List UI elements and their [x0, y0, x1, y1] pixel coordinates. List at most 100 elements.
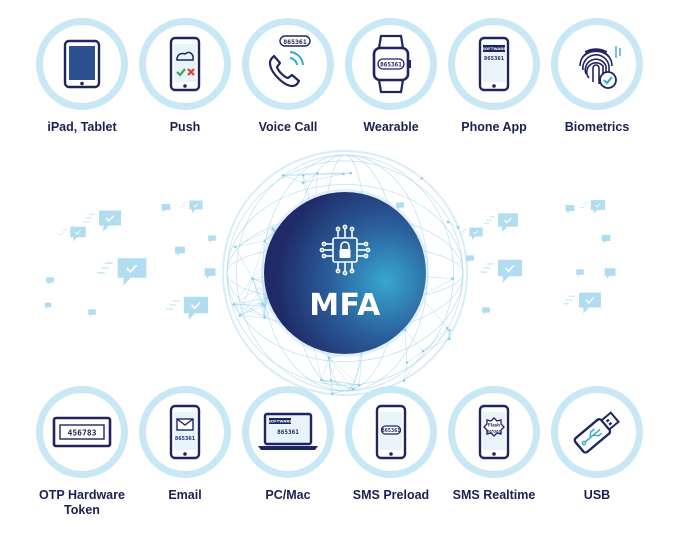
globe-node: [445, 326, 449, 330]
globe-link: [447, 221, 459, 228]
chat-bubble: [565, 205, 575, 214]
globe-node: [281, 174, 285, 177]
phone-app-icon: SOFTWARE 865361: [478, 36, 510, 92]
globe-link: [353, 348, 363, 390]
method-sms-realtime: Flash 865361 SMS Realtime: [448, 386, 540, 503]
globe-node: [405, 361, 409, 364]
sms-realtime-code: 865361: [487, 429, 501, 434]
globe-node: [349, 171, 352, 175]
chat-bubble: [604, 268, 616, 279]
globe-link: [321, 379, 354, 390]
globe-link: [239, 278, 253, 316]
method-circle: Flash 865361: [448, 386, 540, 478]
globe-halo: [222, 150, 468, 396]
chat-bubble: [117, 258, 147, 286]
check-mark: [105, 215, 115, 223]
globe-node: [320, 378, 323, 382]
method-circle: SOFTWARE 865361: [242, 386, 334, 478]
chat-bubble: [161, 204, 171, 213]
globe-link: [406, 350, 424, 363]
globe-node: [232, 303, 235, 306]
globe-node: [233, 245, 237, 249]
globe-link: [332, 384, 360, 394]
globe-link: [404, 329, 408, 363]
method-circle: [36, 18, 128, 110]
push-notification-icon: [169, 36, 201, 92]
phone-app-code: 865361: [484, 56, 505, 62]
globe-link: [328, 357, 354, 390]
method-label: iPad, Tablet: [47, 120, 117, 134]
method-biometrics: Biometrics: [551, 18, 643, 135]
method-label: Email: [168, 488, 202, 502]
globe-link: [264, 297, 268, 307]
email-icon: 865361: [169, 404, 201, 460]
method-label: OTP Hardware Token: [39, 488, 125, 517]
check-mark: [473, 230, 479, 235]
chip-padlock-icon: [319, 224, 371, 275]
chat-bubble: [88, 309, 96, 317]
globe-link: [235, 228, 273, 248]
phone-app-brand: SOFTWARE: [482, 46, 506, 51]
globe-node: [352, 387, 355, 391]
globe-link: [420, 278, 453, 297]
globe-node: [327, 356, 331, 360]
globe-link: [264, 230, 275, 242]
voice-code: 865361: [283, 38, 307, 46]
chat-bubble: [469, 227, 483, 241]
globe-node: [448, 337, 451, 341]
globe-node: [263, 316, 266, 319]
globe-link: [239, 283, 267, 316]
check-mark: [503, 217, 512, 224]
globe-link: [283, 175, 304, 183]
globe-node: [316, 171, 319, 175]
method-sms-preload: 865361 SMS Preload: [345, 386, 437, 503]
globe-link: [321, 358, 330, 381]
method-ipad-tablet: iPad, Tablet: [36, 18, 128, 135]
globe-link: [234, 246, 253, 279]
method-label: SMS Preload: [352, 488, 430, 502]
method-wearable: 865361 Wearable: [345, 18, 437, 135]
chat-bubble: [576, 269, 584, 277]
check-mark: [191, 302, 201, 310]
globe-link: [264, 228, 273, 242]
chat-bubble: [99, 210, 121, 232]
globe-node: [402, 379, 406, 383]
globe-node: [261, 302, 264, 306]
chat-bubble: [189, 200, 203, 214]
globe-link: [233, 297, 267, 305]
globe-link: [328, 358, 333, 394]
globe-link: [447, 327, 450, 339]
globe-link: [233, 278, 253, 305]
check-mark: [126, 264, 138, 274]
check-mark: [193, 203, 199, 208]
globe-link: [233, 283, 267, 305]
globe-link: [403, 350, 424, 382]
phone-call-icon: 865361: [268, 35, 311, 88]
method-voice-call: 865361 Voice Call: [242, 18, 334, 135]
globe-link: [283, 172, 318, 176]
globe-node: [451, 277, 454, 281]
globe-link: [252, 278, 265, 307]
globe-node: [251, 277, 254, 280]
chat-bubble: [46, 277, 54, 285]
method-pc-mac: SOFTWARE 865361 PC/Mac: [242, 386, 334, 503]
globe-node: [357, 383, 361, 387]
method-label: Voice Call: [258, 120, 318, 134]
check-mark: [585, 297, 595, 305]
chat-bubble: [175, 246, 185, 257]
chat-bubble: [590, 200, 606, 214]
globe-link: [239, 315, 265, 318]
globe-link: [331, 380, 360, 386]
chat-bubble: [70, 226, 86, 242]
smartwatch-icon: 865361: [372, 34, 411, 94]
method-label: Push: [169, 120, 201, 134]
method-phone-app: SOFTWARE 865361 Phone App: [448, 18, 540, 135]
pc-brand: SOFTWARE: [268, 419, 292, 424]
chat-bubble: [601, 235, 611, 244]
method-circle: SOFTWARE 865361: [448, 18, 540, 110]
method-circle: 865361: [242, 18, 334, 110]
globe-node: [271, 227, 274, 230]
globe-link: [422, 338, 450, 352]
chat-bubble: [579, 292, 601, 314]
